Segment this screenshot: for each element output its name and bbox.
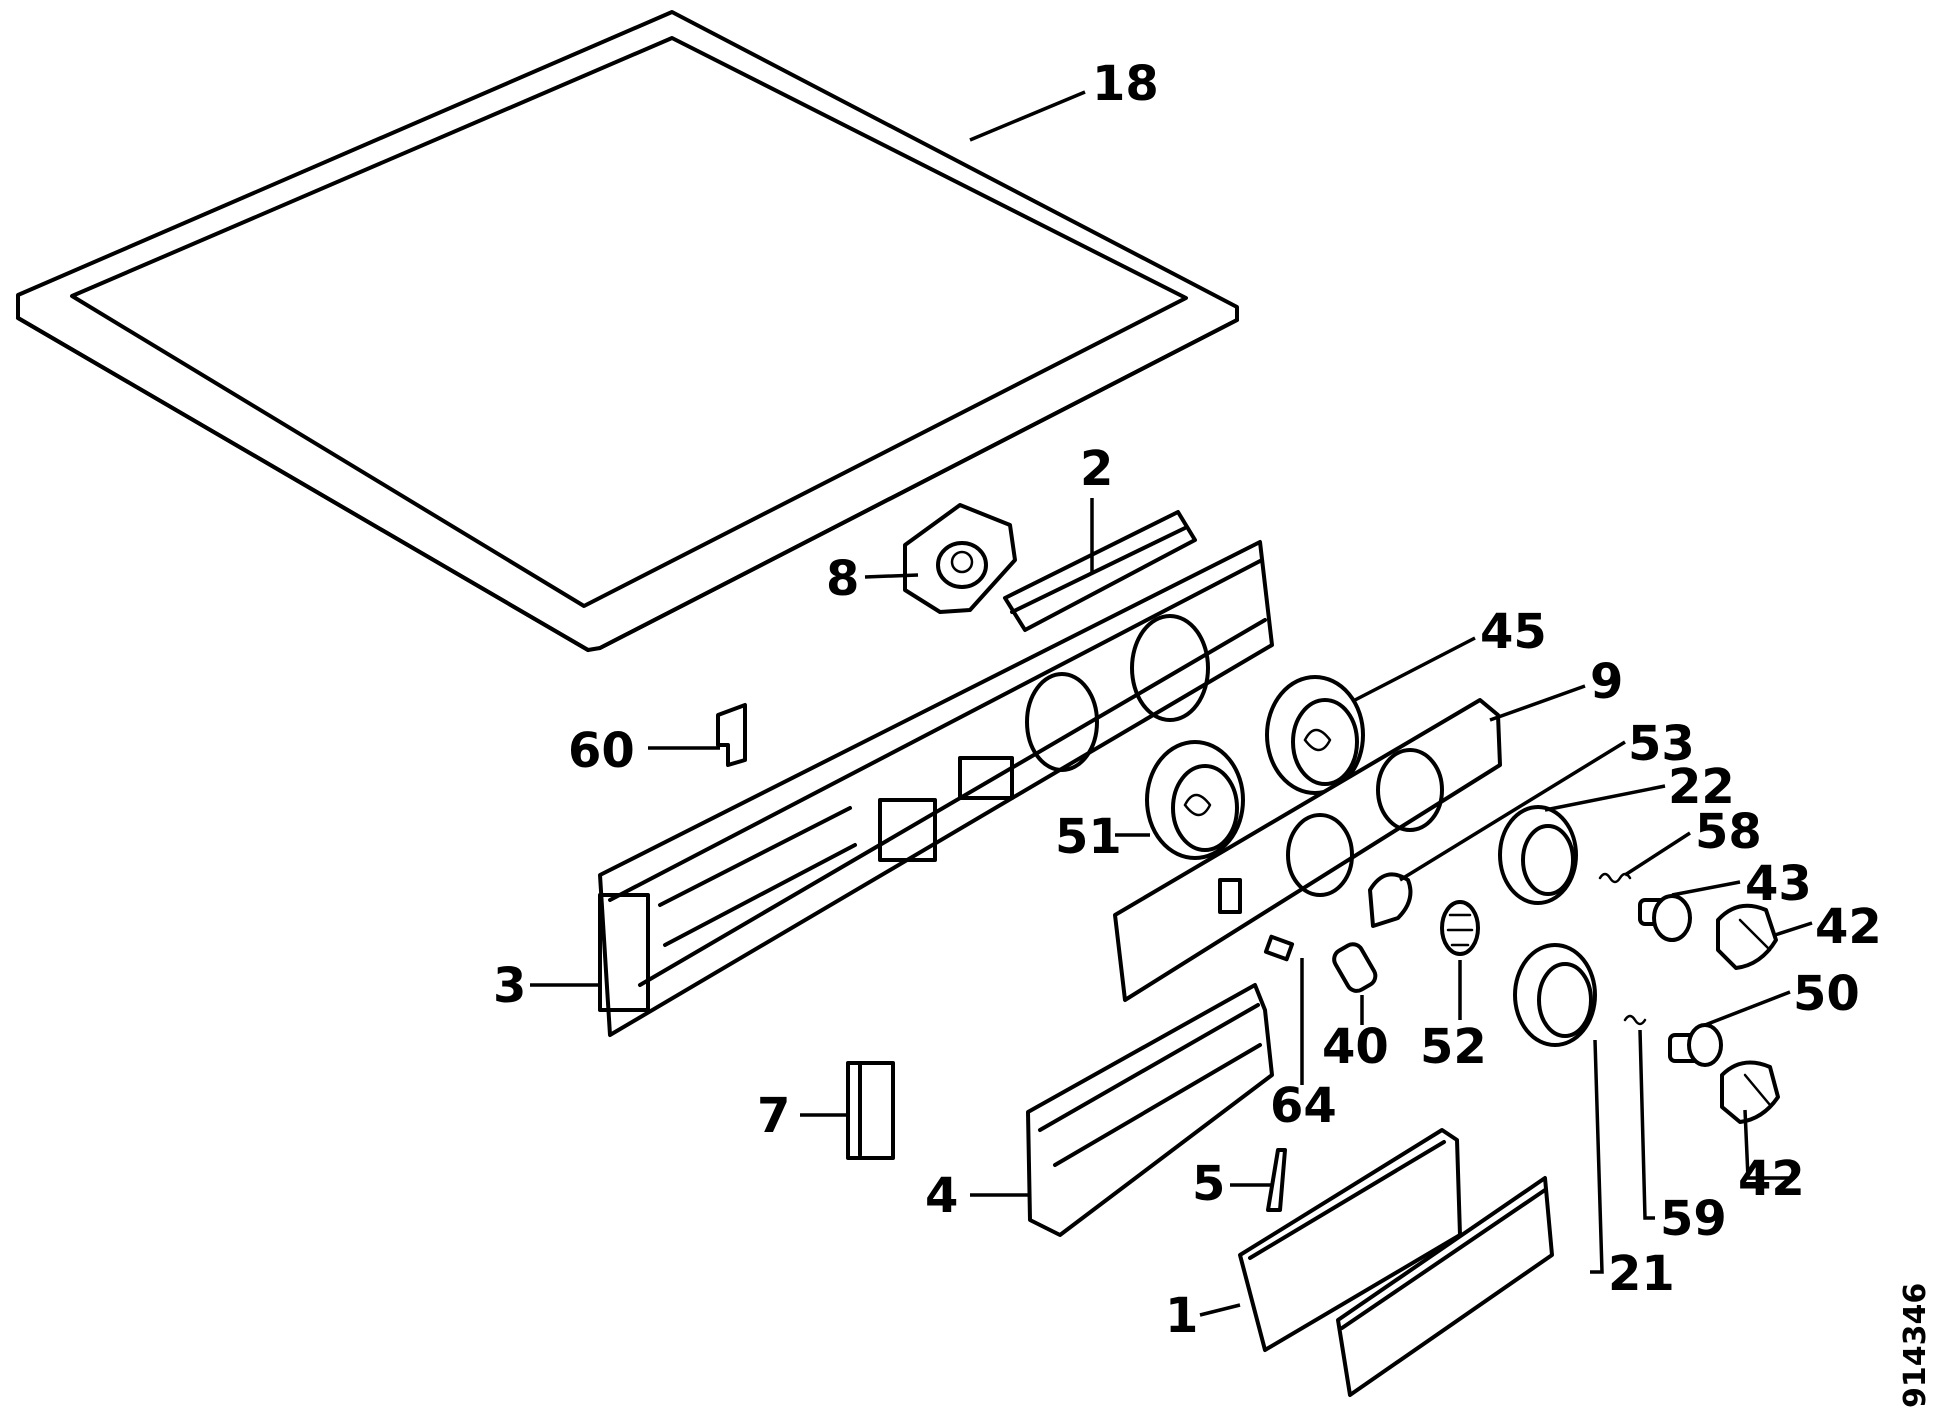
callout-51: 51 <box>1055 809 1122 865</box>
part-51-knob-ring <box>1145 740 1245 860</box>
part-43-spindle <box>1638 894 1692 942</box>
callout-60: 60 <box>568 723 635 779</box>
callout-50: 50 <box>1793 966 1860 1022</box>
callout-21: 21 <box>1608 1246 1675 1302</box>
callout-42-lower: 42 <box>1738 1151 1805 1207</box>
part-64-lamp <box>1263 934 1295 962</box>
callout-2: 2 <box>1080 441 1113 497</box>
part-22-knob-ring <box>1498 805 1578 905</box>
callout-64: 64 <box>1270 1078 1337 1134</box>
callout-9: 9 <box>1590 654 1623 710</box>
callout-4: 4 <box>925 1168 958 1224</box>
callout-52: 52 <box>1420 1019 1487 1075</box>
drawer-front-panel <box>1336 1176 1554 1397</box>
callout-5: 5 <box>1192 1156 1225 1212</box>
part-9-fascia <box>1113 698 1502 1002</box>
callout-1: 1 <box>1165 1288 1198 1344</box>
part-4-dispenser-frame <box>1026 983 1274 1237</box>
callout-22: 22 <box>1668 759 1735 815</box>
part-1-drawer-front <box>1238 1128 1462 1352</box>
callout-45: 45 <box>1480 604 1547 660</box>
part-60-clip <box>716 703 747 767</box>
callout-42-upper: 42 <box>1815 899 1882 955</box>
part-7-end-cap <box>846 1061 895 1160</box>
callout-59: 59 <box>1660 1191 1727 1247</box>
part-59-spring <box>1623 1014 1647 1026</box>
callout-43: 43 <box>1745 856 1812 912</box>
part-40-cylinder <box>1332 942 1378 993</box>
part-52-gear <box>1440 900 1480 956</box>
part-42-knob-upper <box>1716 903 1778 970</box>
callout-8: 8 <box>826 551 859 607</box>
part-42-knob-lower <box>1720 1060 1780 1124</box>
leader-lines <box>530 90 1813 1317</box>
part-2-cover-strip <box>1003 510 1197 632</box>
callout-40: 40 <box>1322 1019 1389 1075</box>
callout-53: 53 <box>1628 716 1695 772</box>
callout-58: 58 <box>1695 804 1762 860</box>
callout-7: 7 <box>757 1088 790 1144</box>
callout-3: 3 <box>493 958 526 1014</box>
part-21-knob-ring <box>1513 943 1597 1047</box>
part-5-latch <box>1266 1148 1287 1212</box>
part-53-lamp-holder <box>1368 872 1413 928</box>
callout-labels: 18 2 8 45 9 60 53 22 58 51 43 42 3 50 40… <box>493 56 1882 1344</box>
part-3-control-panel <box>598 540 1274 1037</box>
document-number: 914346 <box>1898 1283 1933 1408</box>
part-18-top-lid <box>16 10 1239 652</box>
part-8-cam-disc <box>903 503 1017 614</box>
part-45-knob-ring <box>1265 675 1365 795</box>
callout-18: 18 <box>1092 56 1159 112</box>
part-50-spindle <box>1668 1023 1723 1067</box>
